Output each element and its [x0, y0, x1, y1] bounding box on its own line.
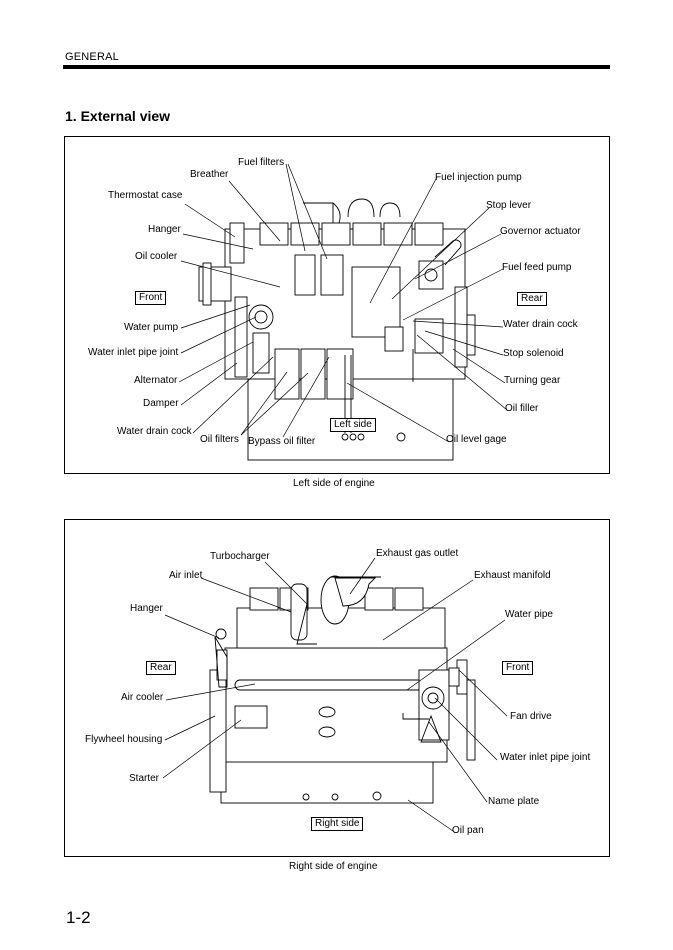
- callout-exhaust-gas-outlet: Exhaust gas outlet: [376, 548, 459, 559]
- engine-left-side-drawing: [178, 163, 508, 461]
- callout-fuel-filters: Fuel filters: [238, 157, 285, 168]
- callout-water-pump: Water pump: [124, 322, 179, 333]
- callout-water-pipe: Water pipe: [505, 609, 553, 620]
- callout-oil-pan: Oil pan: [452, 825, 484, 836]
- callout-water-drain-cock-front: Water drain cock: [117, 426, 192, 437]
- callout-damper: Damper: [143, 398, 179, 409]
- figure-caption-right-side: Right side of engine: [289, 861, 378, 872]
- direction-front: Front: [502, 661, 534, 675]
- callout-bypass-oil-filter: Bypass oil filter: [248, 436, 316, 447]
- callout-fuel-injection-pump: Fuel injection pump: [435, 172, 522, 183]
- figure-right-side: Turbocharger Air inlet Hanger Rear Air c…: [64, 519, 610, 857]
- callout-oil-level-gage: Oil level gage: [446, 434, 507, 445]
- callout-leaders-right: [162, 557, 508, 832]
- callout-fuel-feed-pump: Fuel feed pump: [502, 262, 572, 273]
- engine-left-outline: [198, 198, 476, 461]
- callout-thermostat-case: Thermostat case: [108, 190, 183, 201]
- page-number: 1-2: [66, 908, 91, 927]
- callout-governor-actuator: Governor actuator: [500, 226, 581, 237]
- header-rule: [63, 65, 610, 69]
- callout-water-inlet-pipe-joint: Water inlet pipe joint: [500, 752, 591, 763]
- callout-turbocharger: Turbocharger: [210, 551, 270, 562]
- callout-oil-filters: Oil filters: [200, 434, 239, 445]
- callout-water-drain-cock-rear: Water drain cock: [503, 319, 578, 330]
- callout-hanger: Hanger: [148, 224, 181, 235]
- callout-stop-solenoid: Stop solenoid: [503, 348, 564, 359]
- callout-fan-drive: Fan drive: [510, 711, 552, 722]
- callout-oil-filler: Oil filler: [505, 403, 539, 414]
- callout-exhaust-manifold: Exhaust manifold: [474, 570, 551, 581]
- callout-stop-lever: Stop lever: [486, 200, 532, 211]
- engine-right-outline: [209, 575, 476, 804]
- callout-alternator: Alternator: [134, 375, 178, 386]
- callout-name-plate: Name plate: [488, 796, 540, 807]
- callout-air-cooler: Air cooler: [121, 692, 164, 703]
- direction-front: Front: [135, 291, 167, 305]
- callout-flywheel-housing: Flywheel housing: [85, 734, 163, 745]
- callout-starter: Starter: [129, 773, 160, 784]
- section-title: 1. External view: [65, 108, 171, 124]
- running-header: GENERAL: [65, 51, 119, 63]
- callout-leaders-left: [178, 163, 508, 443]
- direction-rear: Rear: [517, 292, 547, 306]
- figure-caption-left-side: Left side of engine: [293, 478, 375, 489]
- callout-oil-cooler: Oil cooler: [135, 251, 178, 262]
- callout-hanger: Hanger: [130, 603, 163, 614]
- direction-right-side: Right side: [311, 817, 364, 831]
- figure-left-side: Fuel filters Breather Thermostat case Ha…: [64, 136, 610, 474]
- callout-water-inlet-pipe-joint: Water inlet pipe joint: [88, 347, 179, 358]
- direction-left-side: Left side: [330, 418, 376, 432]
- engine-right-side-drawing: [162, 557, 508, 832]
- callout-air-inlet: Air inlet: [169, 570, 203, 581]
- callout-breather: Breather: [190, 169, 229, 180]
- direction-rear: Rear: [146, 661, 176, 675]
- callout-turning-gear: Turning gear: [504, 375, 561, 386]
